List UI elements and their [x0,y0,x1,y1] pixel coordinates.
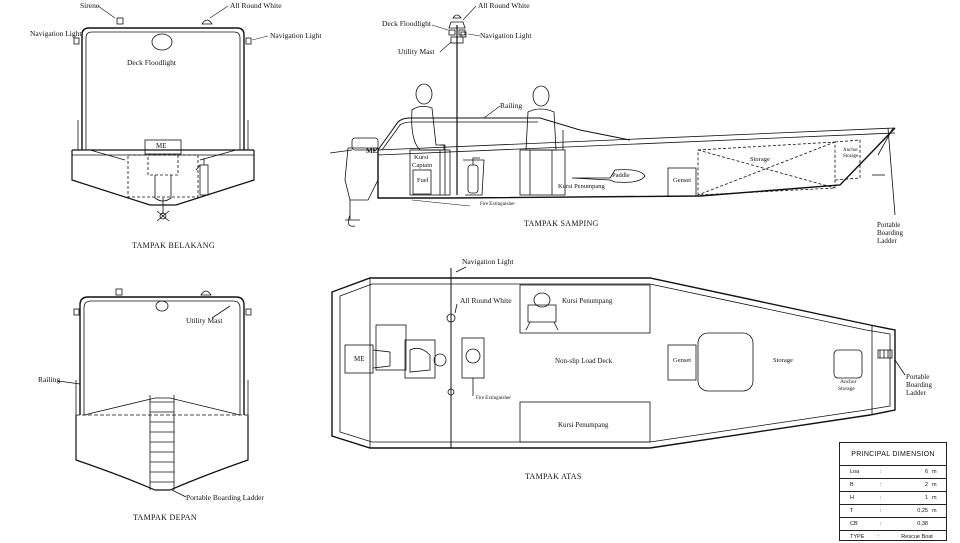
label-kursi-penumpang: Kursi Penumpang [562,297,613,305]
label-railing: Railing [38,375,61,384]
dim-value: 6 [924,469,928,475]
dim-value: 0,25 [917,508,928,514]
rear-view-drawing [71,17,255,222]
label-all-round-white: All Round White [460,296,512,305]
label-me: ME [156,142,167,150]
ladder-rungs [150,401,174,483]
dim-key: B [850,482,854,488]
dim-unit: m [932,495,937,501]
dim-value: 0,38 [917,521,928,527]
table-row: T : 0,25 m [840,505,946,518]
side-view-drawing [329,14,896,227]
table-row: B : 2 m [840,479,946,492]
label-kursi: Kursi [414,154,429,161]
label-anchor-storage: Storage [843,154,859,159]
label-storage: Storage [750,156,770,163]
dim-value: 2 [924,482,928,488]
caption-rear-view: TAMPAK BELAKANG [132,241,215,250]
table-row: Loa : 6 m [840,466,946,479]
table-row: CB : 0,38 [840,518,946,531]
table-row: TYPE : Rescue Boat [840,531,946,543]
label-ladder: Ladder [877,237,897,245]
nav-light-icon [245,37,252,45]
dim-unit: m [932,508,937,514]
passenger-figure-top [525,292,559,331]
label-boarding: Boarding [877,229,904,237]
dim-unit: m [932,482,937,488]
nav-light-icon [73,37,80,45]
label-all-round-white: All Round White [230,1,282,10]
caption-side-view: TAMPAK SAMPING [524,219,599,228]
label-fire-extinguisher: Fire Extinguisher [480,202,515,207]
label-kursi-penumpang: Kursi Penumpang [558,183,605,190]
label-genset: Genset [673,177,692,184]
label-navigation-light: Navigation Light [462,257,514,266]
front-view-drawing [57,288,252,498]
label-storage: Storage [773,357,793,364]
label-navigation-light: Navigation Light [480,31,532,40]
dim-value: 1 [924,495,928,501]
label-boarding: Boarding [906,381,933,389]
label-portable-boarding-ladder: Portable Boarding Ladder [186,493,264,502]
label-paddle: Paddle [612,172,630,179]
dim-value: Rescue Boat [901,534,933,540]
label-non-slip-load-deck: Non-slip Load Deck [555,357,613,365]
leader-lines [73,5,501,207]
table-row: H : 1 m [840,492,946,505]
dim-sep: : [880,495,882,501]
label-anchor: Anchor [843,148,858,153]
caption-front-view: TAMPAK DEPAN [133,513,197,522]
label-sirene: Sirene [80,1,100,10]
captain-figure [411,83,445,195]
passenger-figure [525,85,557,195]
deck-floodlight-icon [151,33,173,51]
dim-key: H [850,495,854,501]
dim-key: TYPE [850,534,865,540]
dim-unit: m [932,469,937,475]
all-round-light-icon [201,19,213,25]
label-navigation-light: Navigation Light [30,29,82,38]
label-all-round-white: All Round White [478,1,530,10]
dim-sep: : [880,508,882,514]
principal-dimension-table: PRINCIPAL DIMENSION Loa : 6 m B : 2 m H … [839,442,947,541]
label-ladder: Ladder [906,389,926,397]
caption-top-view: TAMPAK ATAS [525,472,582,481]
label-me: ME [366,147,378,155]
label-utility-mast: Utility Mast [398,47,435,56]
dim-sep: : [880,521,882,527]
label-anchor-storage: Storage [838,386,855,392]
label-railing: Railing [500,101,523,110]
label-fuel: Fuel [417,177,429,184]
label-utility-mast: Utility Mast [186,316,223,325]
label-deck-floodlight: Deck Floodlight [382,19,431,28]
table-title: PRINCIPAL DIMENSION [840,443,946,466]
label-deck-floodlight: Deck Floodlight [127,58,176,67]
dim-key: T [850,508,854,514]
dim-sep: : [877,534,880,540]
dim-sep: : [880,469,882,475]
dim-key: CB [850,521,858,527]
label-captain: Captain [412,162,433,169]
sirene-icon [116,17,124,25]
top-view-drawing [331,266,906,449]
label-portable: Portable [906,373,930,381]
dim-sep: : [880,482,882,488]
label-anchor: Anchor [840,379,857,385]
nav-light-icon [460,31,467,38]
dim-key: Loa [850,469,860,475]
label-genset: Genset [673,357,692,364]
label-me: ME [354,355,365,363]
label-fire-extinguisher: Fire Extinguisher [476,396,511,401]
label-portable: Portable [877,221,901,229]
label-navigation-light: Navigation Light [270,31,322,40]
label-kursi-penumpang: Kursi Penumpang [558,421,609,429]
